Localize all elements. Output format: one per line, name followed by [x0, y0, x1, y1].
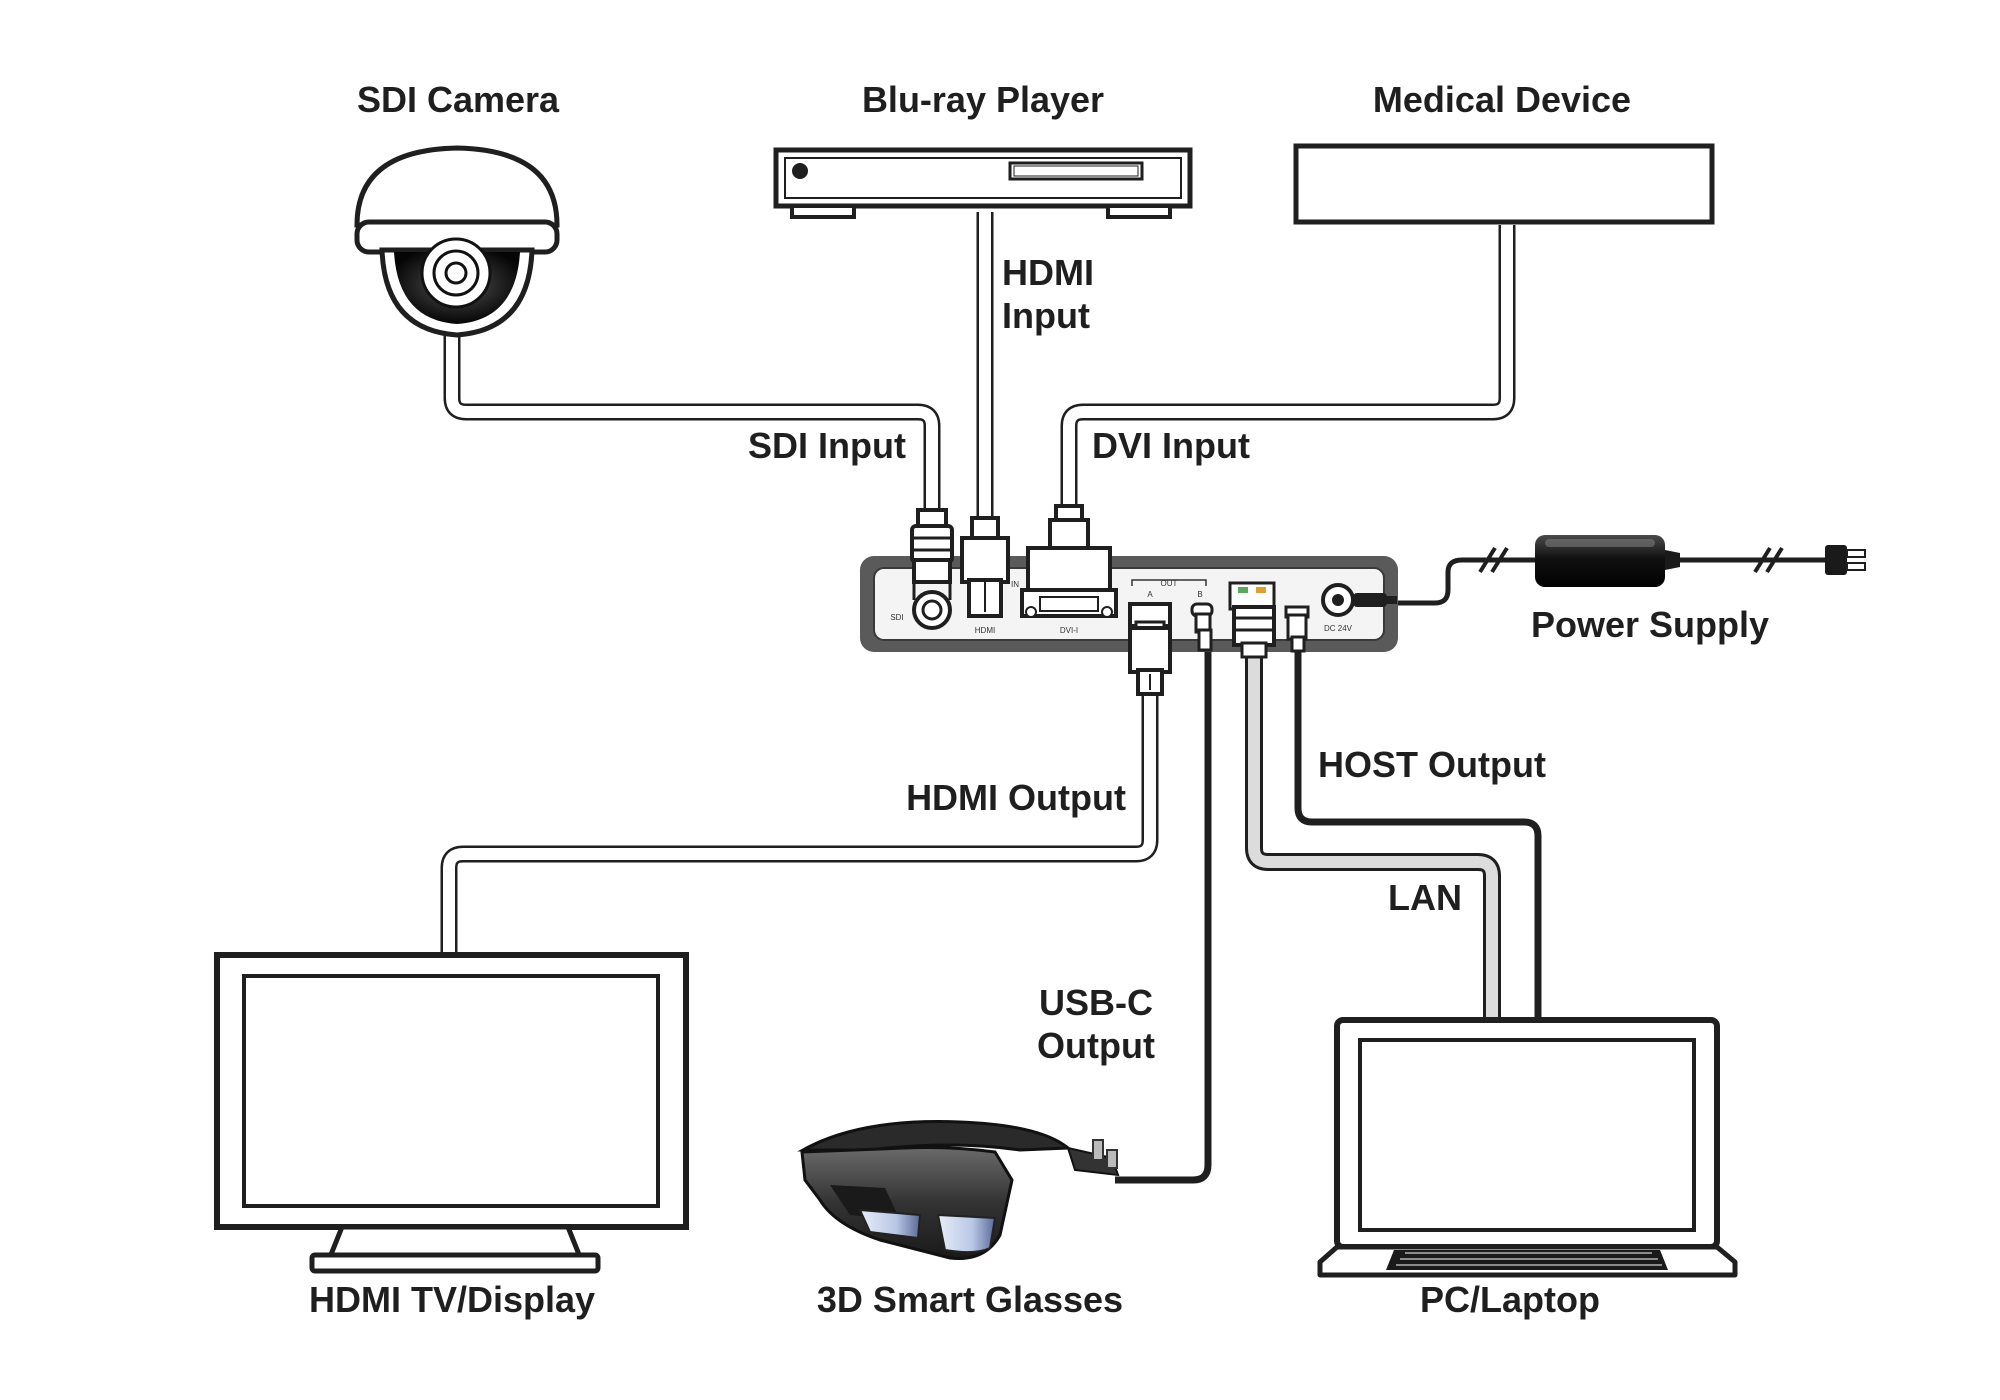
- pc-laptop: [1317, 1017, 1738, 1278]
- medical-device: [1293, 143, 1715, 225]
- port-label-hdmi: HDMI: [975, 626, 995, 635]
- label-medical-device: Medical Device: [1373, 79, 1631, 120]
- label-sdi-input: SDI Input: [748, 425, 906, 466]
- label-dvi-input: DVI Input: [1092, 425, 1250, 466]
- label-host-output: HOST Output: [1318, 744, 1546, 785]
- label-bluray-player: Blu-ray Player: [862, 79, 1104, 120]
- label-pc-laptop: PC/Laptop: [1420, 1279, 1600, 1320]
- label-hdmi-input-line2: Input: [1002, 295, 1090, 336]
- label-power-supply: Power Supply: [1531, 604, 1769, 645]
- label-hdmi-input-line1: HDMI: [1002, 252, 1094, 293]
- lan-connector: [1228, 581, 1276, 659]
- bluray-player: [773, 147, 1193, 219]
- host-connector: [1284, 605, 1310, 653]
- power-supply: [1535, 535, 1866, 587]
- sdi-connector: [910, 508, 954, 630]
- sdi-cable: [443, 330, 941, 520]
- dvi-connector: [1020, 504, 1118, 618]
- label-usbc-output-line1: USB-C: [1039, 982, 1153, 1023]
- power-cable: [1392, 546, 1825, 606]
- port-label-out: OUT: [1161, 579, 1178, 588]
- sdi-camera: [354, 145, 560, 338]
- dc-jack: [1321, 583, 1397, 617]
- hdmi-out-connector: [1128, 602, 1172, 696]
- video-hub: SDI HDMI IN DVI-I OUT A B DC 24V: [860, 504, 1398, 696]
- label-hdmi-display: HDMI TV/Display: [309, 1279, 595, 1320]
- label-smart-glasses: 3D Smart Glasses: [817, 1279, 1123, 1320]
- label-sdi-camera: SDI Camera: [357, 79, 560, 120]
- hdmi-in-connector: [960, 516, 1010, 618]
- usbc-connector: [1190, 602, 1214, 652]
- port-label-dvi: DVI-I: [1060, 626, 1078, 635]
- usbc-cable: [1115, 650, 1212, 1184]
- port-label-out-a: A: [1147, 590, 1153, 599]
- port-label-sdi: SDI: [890, 613, 903, 622]
- lan-cable: [1245, 650, 1501, 1020]
- port-label-dc: DC 24V: [1324, 624, 1353, 633]
- label-hdmi-output: HDMI Output: [906, 777, 1126, 818]
- port-label-in: IN: [1011, 580, 1019, 589]
- label-lan: LAN: [1388, 877, 1462, 918]
- label-usbc-output-line2: Output: [1037, 1025, 1155, 1066]
- port-label-out-b: B: [1197, 590, 1202, 599]
- hdmi-output-cable: [440, 690, 1159, 955]
- host-cable: [1294, 650, 1542, 1020]
- hdmi-display: [214, 952, 689, 1274]
- dvi-cable: [1060, 225, 1516, 520]
- smart-glasses: [797, 1120, 1120, 1261]
